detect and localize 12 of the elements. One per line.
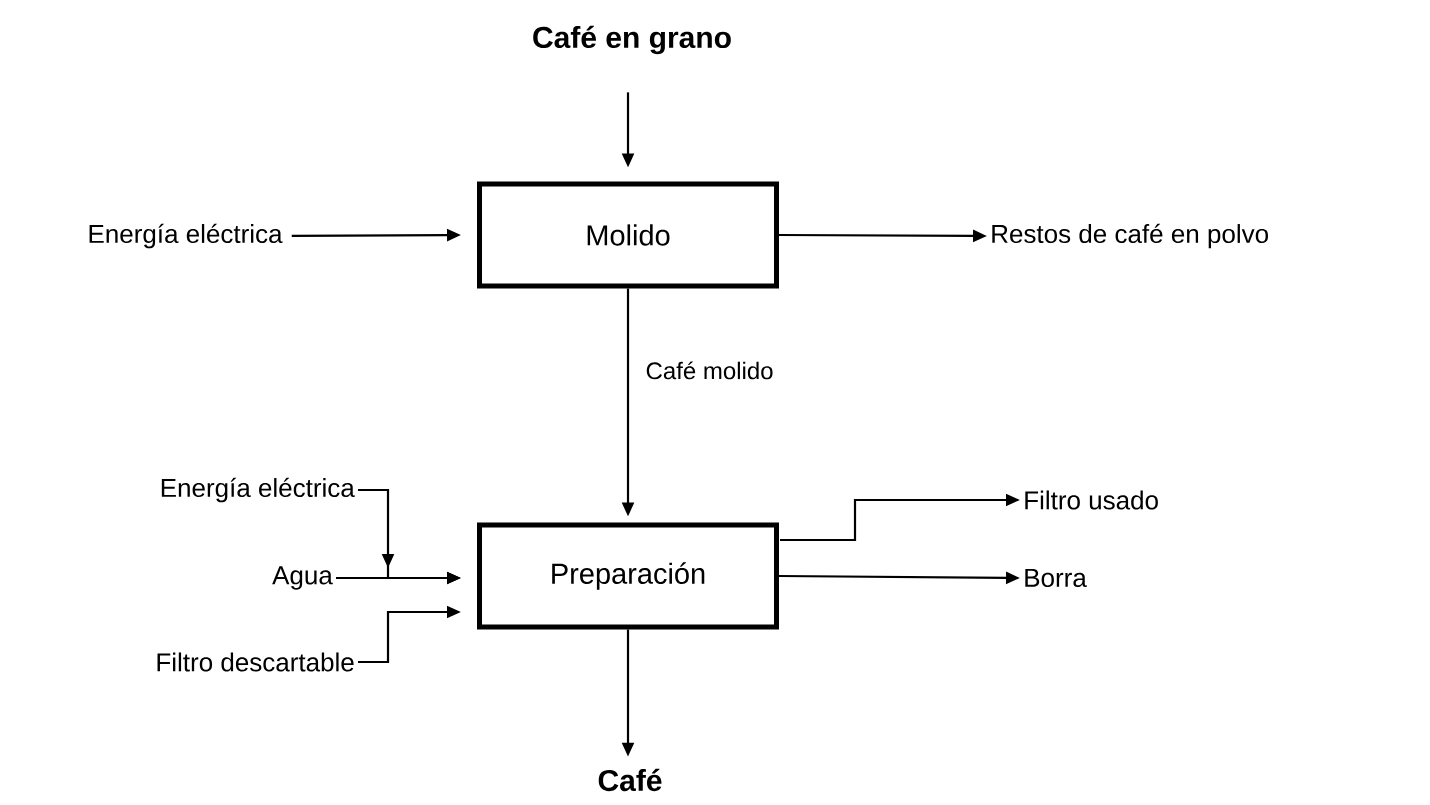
flow-label: Agua	[272, 566, 333, 590]
flow-label: Filtro descartable	[157, 652, 354, 672]
heading-text: Café	[598, 768, 662, 792]
flow-label: Borra	[1025, 568, 1087, 588]
heading-text: Café en grano	[533, 25, 731, 55]
process-box: Preparación	[477, 522, 779, 630]
flow-label: Energía eléctrica	[89, 223, 283, 249]
flow-label: Energía eléctrica	[161, 477, 355, 503]
process-box: Molido	[477, 181, 779, 289]
flow-label: Restos de café en polvo	[992, 223, 1268, 249]
edge-label: Café molido	[646, 361, 773, 380]
flow-label: Filtro usado	[1025, 490, 1158, 510]
